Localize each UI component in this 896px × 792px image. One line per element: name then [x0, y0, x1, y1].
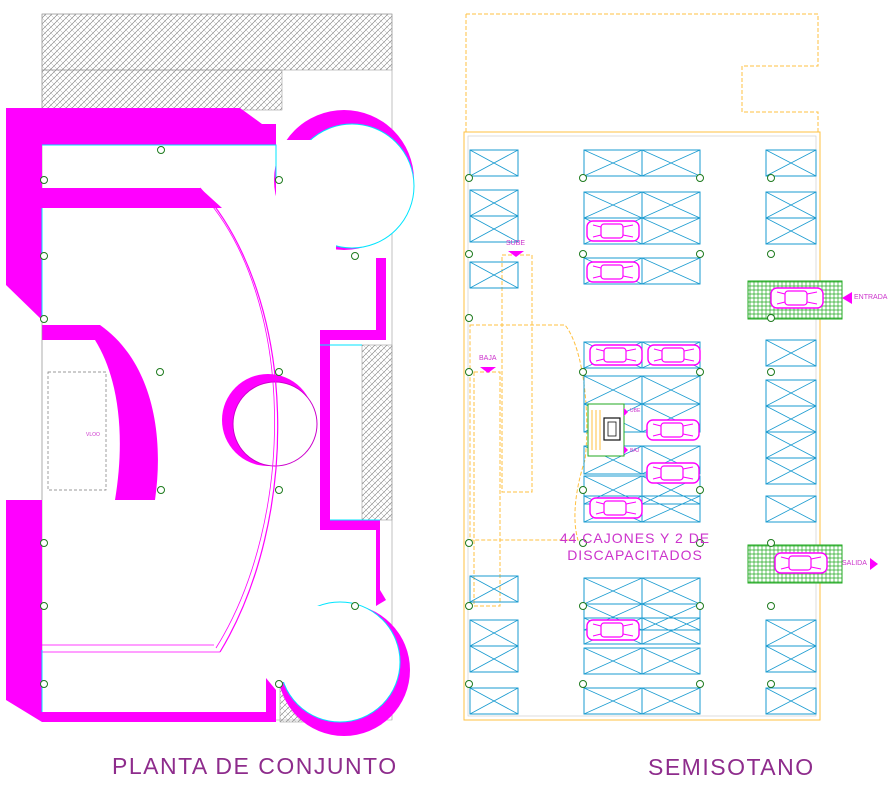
hatched-terrain-top: [41, 13, 393, 71]
hatched-terrain-right: [361, 344, 393, 521]
plaza-arc-outer: [199, 187, 279, 653]
parking-stall: [583, 687, 643, 715]
plaza-edge-bottom: [42, 644, 220, 653]
parking-stall: [469, 619, 519, 647]
parking-stall: [765, 431, 817, 459]
parking-stall: [765, 339, 817, 367]
car-icon: [647, 344, 701, 366]
stair-up-arrow-icon: [624, 408, 628, 416]
parking-stall: [469, 645, 519, 673]
stair-up-label: UBE: [630, 408, 641, 414]
car-icon: [646, 462, 700, 484]
parking-stall: [765, 495, 817, 523]
site-tiny-label: VLOO: [86, 432, 100, 438]
parking-stall: [641, 375, 701, 405]
parking-stall: [583, 375, 643, 405]
sube-label: SUBE: [506, 240, 526, 247]
entrada-arrow-icon: [842, 292, 852, 304]
car-icon: [586, 220, 640, 242]
capacity-note: 44 CAJONES Y 2 DE DISCAPACITADOS: [548, 530, 722, 564]
capacity-note-line2: DISCAPACITADOS: [567, 547, 703, 563]
parking-stalls: [469, 149, 817, 715]
stair-down-arrow-icon: [624, 446, 628, 454]
ramp-path: [469, 254, 588, 607]
crescent-wall: [42, 325, 158, 500]
stair-core: [587, 403, 625, 457]
parking-stall: [641, 191, 701, 219]
parking-stall: [469, 687, 519, 715]
parking-stall: [583, 577, 643, 605]
parking-stall: [765, 645, 817, 673]
perimeter-wall: [6, 108, 276, 320]
parking-stall: [765, 405, 817, 433]
basement-plan-title: SEMISOTANO: [648, 754, 815, 780]
car-icon: [586, 619, 640, 641]
parking-stall: [765, 619, 817, 647]
parking-stall: [641, 603, 701, 631]
plaza-arc-inner: [203, 195, 275, 649]
cyan-outline: [41, 144, 380, 712]
car-icon: [586, 261, 640, 283]
dashed-area: [47, 371, 107, 491]
car-icon: [646, 419, 700, 441]
perimeter-wall-lower: [6, 500, 276, 722]
parking-stall: [765, 687, 817, 715]
tower-bottom: [276, 601, 410, 736]
parked-cars: [586, 220, 828, 641]
parking-stall: [583, 647, 643, 675]
salida-arrow-icon: [870, 558, 878, 570]
parking-stall: [765, 191, 817, 219]
baja-arrow-icon: [480, 367, 496, 373]
basement-walls: [463, 131, 821, 721]
parking-stall: [765, 217, 817, 245]
parking-stall: [765, 379, 817, 407]
parking-stall: [641, 577, 701, 605]
parking-stall: [469, 215, 519, 243]
right-wall: [320, 258, 386, 606]
parking-stall: [765, 457, 817, 485]
car-icon: [770, 287, 824, 309]
parking-stall: [641, 217, 701, 245]
capacity-note-line1: 44 CAJONES Y 2 DE: [559, 530, 711, 546]
parking-stall: [641, 495, 701, 523]
parking-stall: [469, 149, 519, 177]
stair-down-label: BAJ: [630, 448, 640, 454]
tower-center: [222, 374, 318, 467]
hatched-terrain-top-strip: [41, 69, 283, 111]
parking-stall: [583, 149, 643, 177]
car-icon: [589, 344, 643, 366]
parking-stall: [641, 647, 701, 675]
basement-plan: [463, 13, 878, 721]
site-plan: [6, 13, 415, 736]
entrada-label: ENTRADA: [854, 294, 888, 301]
car-icon: [774, 552, 828, 574]
parking-stall: [641, 257, 701, 285]
sube-arrow-icon: [508, 251, 524, 257]
parking-stall: [583, 191, 643, 219]
salida-label: SALIDA: [842, 560, 867, 567]
basement-columns: [465, 174, 775, 688]
parking-stall: [765, 149, 817, 177]
parking-stall: [469, 575, 519, 603]
car-icon: [589, 497, 643, 519]
parking-stall: [469, 261, 519, 289]
site-columns: [40, 146, 359, 688]
parking-stall: [469, 189, 519, 217]
baja-label: BAJA: [479, 355, 497, 362]
tower-top: [274, 110, 415, 260]
upper-outline: [466, 13, 819, 132]
parking-stall: [641, 687, 701, 715]
parking-stall: [641, 149, 701, 177]
site-plan-title: PLANTA DE CONJUNTO: [112, 753, 398, 779]
parking-stall: [641, 617, 701, 645]
